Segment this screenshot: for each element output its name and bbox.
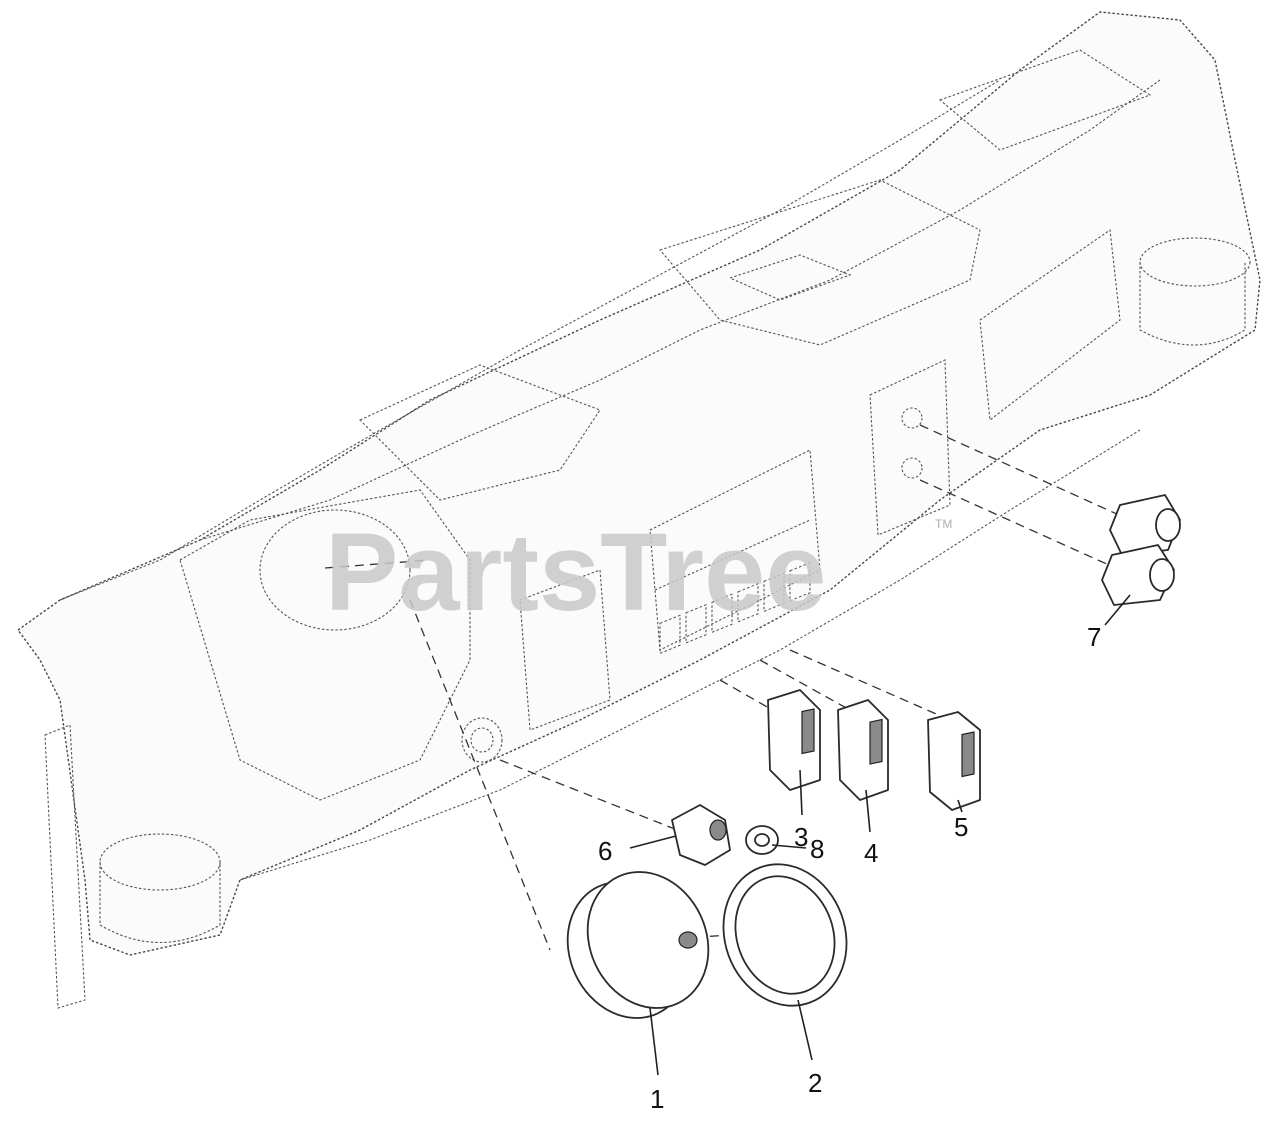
callout-8[interactable]: 8 bbox=[810, 834, 824, 864]
leader-lines bbox=[629, 594, 1131, 1076]
callout-1[interactable]: 1 bbox=[650, 1084, 664, 1114]
watermark-text: PartsTree bbox=[325, 511, 826, 634]
part-switch-5[interactable] bbox=[927, 711, 981, 811]
part-knob[interactable] bbox=[671, 804, 731, 866]
callout-3[interactable]: 3 bbox=[794, 822, 808, 852]
dashboard-assembly bbox=[17, 11, 1261, 1009]
part-switch-3[interactable] bbox=[767, 689, 821, 791]
callout-labels: 1 2 3 4 5 6 7 8 bbox=[598, 622, 1101, 1114]
watermark-trademark: TM bbox=[935, 517, 952, 531]
part-gauge[interactable] bbox=[546, 852, 730, 1038]
dash-switch-bank bbox=[659, 561, 811, 655]
callout-7[interactable]: 7 bbox=[1087, 622, 1101, 652]
part-retaining-ring[interactable] bbox=[704, 847, 866, 1023]
watermark: PartsTree TM bbox=[325, 511, 952, 634]
part-switch-4[interactable] bbox=[837, 699, 889, 801]
part-nut[interactable] bbox=[745, 825, 779, 855]
callout-6[interactable]: 6 bbox=[598, 836, 612, 866]
part-power-sockets[interactable] bbox=[1101, 494, 1181, 606]
callout-4[interactable]: 4 bbox=[864, 838, 878, 868]
callout-5[interactable]: 5 bbox=[954, 812, 968, 842]
callout-2[interactable]: 2 bbox=[808, 1068, 822, 1098]
